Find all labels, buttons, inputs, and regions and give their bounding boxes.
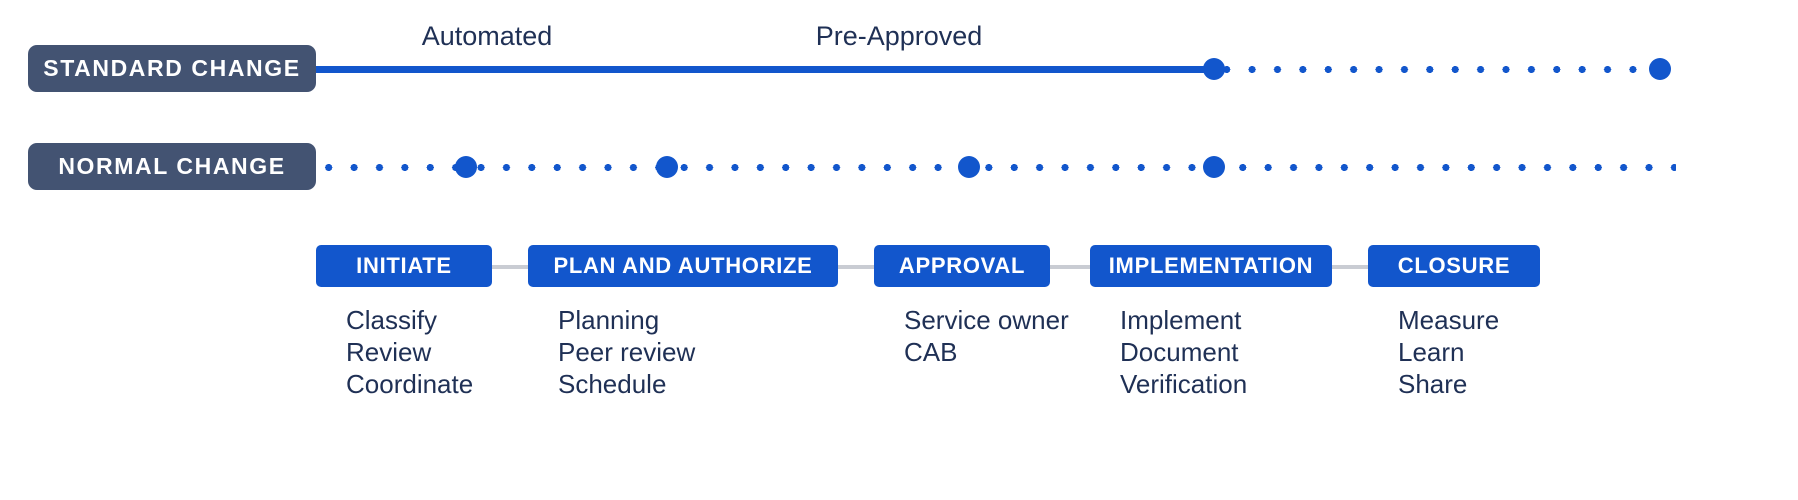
stage-closure[interactable]: CLOSURE Measure Learn Share (1368, 245, 1540, 401)
stage-item: Schedule (558, 369, 667, 400)
stage-row: INITIATE Classify Review Coordinate PLAN… (0, 245, 1798, 495)
stage-connector (492, 265, 528, 269)
track-standard-change (316, 57, 1676, 81)
stage-item: Service owner (904, 305, 1069, 335)
stage-item: Share (1398, 369, 1468, 400)
stage-item: CAB (904, 337, 958, 368)
stage-item: Verification (1120, 369, 1248, 400)
stage-item-list: Implement Document Verification (1090, 304, 1332, 401)
track-node-dot (655, 156, 678, 178)
stage-connector (1332, 265, 1368, 269)
track-node-dot (1202, 156, 1225, 178)
stage-item: Peer review (558, 337, 696, 368)
stage-connector (838, 265, 874, 269)
stage-item: Classify (346, 305, 438, 335)
track-dotted-segment (316, 164, 1676, 171)
stage-implementation[interactable]: IMPLEMENTATION Implement Document Verifi… (1090, 245, 1332, 401)
track-annotation-automated: Automated (421, 21, 553, 51)
stage-item: Review (346, 337, 432, 368)
stage-approval[interactable]: APPROVAL Service owner CAB (874, 245, 1069, 368)
track-dotted-segment (1214, 66, 1666, 73)
stage-plan-and-authorize[interactable]: PLAN AND AUTHORIZE Planning Peer review … (528, 245, 838, 401)
track-normal-change (316, 155, 1676, 179)
track-annotation-pre-approved: Pre-Approved (815, 21, 983, 51)
stage-box-label[interactable]: INITIATE (316, 245, 492, 287)
stage-item: Document (1120, 337, 1239, 368)
track-label-normal-change: NORMAL CHANGE (28, 143, 316, 190)
stage-connector (1050, 265, 1090, 269)
track-node-dot (1648, 58, 1671, 80)
stage-item: Learn (1398, 337, 1465, 368)
track-node-dot (1202, 58, 1225, 80)
stage-item: Implement (1120, 305, 1242, 335)
stage-item-list: Measure Learn Share (1368, 304, 1540, 401)
stage-box-label[interactable]: APPROVAL (874, 245, 1050, 287)
track-node-dot (454, 156, 477, 178)
stage-item-list: Classify Review Coordinate (316, 304, 492, 401)
stage-item: Planning (558, 305, 660, 335)
track-label-standard-change: STANDARD CHANGE (28, 45, 316, 92)
stage-box-label[interactable]: IMPLEMENTATION (1090, 245, 1332, 287)
stage-item: Measure (1398, 305, 1500, 335)
stage-box-label[interactable]: CLOSURE (1368, 245, 1540, 287)
stage-item: Coordinate (346, 369, 474, 400)
stage-item-list: Service owner CAB (874, 304, 1069, 368)
track-solid-segment (316, 66, 1214, 73)
stage-item-list: Planning Peer review Schedule (528, 304, 838, 401)
track-node-dot (957, 156, 980, 178)
stage-initiate[interactable]: INITIATE Classify Review Coordinate (316, 245, 492, 401)
stage-box-label[interactable]: PLAN AND AUTHORIZE (528, 245, 838, 287)
